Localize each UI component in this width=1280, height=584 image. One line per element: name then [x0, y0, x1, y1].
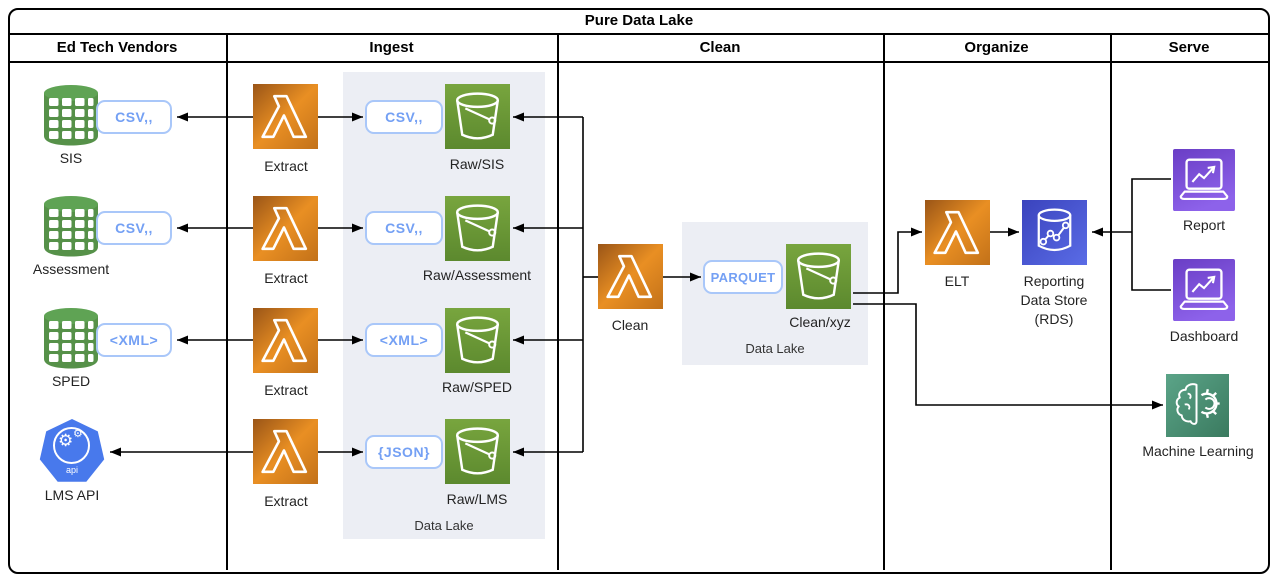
extract-label: Extract	[264, 158, 308, 174]
column-header-ingest: Ingest	[369, 39, 414, 56]
database-icon	[42, 307, 100, 369]
api-circle	[53, 427, 90, 464]
dashboard-label: Dashboard	[1169, 328, 1239, 344]
rds-label-line1: Reporting	[1023, 273, 1085, 289]
assessment-format-badge: CSV,,	[96, 211, 172, 245]
raw-sped-format-badge: <XML>	[365, 323, 443, 357]
s3-bucket-icon	[445, 196, 510, 261]
lambda-icon	[925, 200, 990, 265]
elt-lambda-label: ELT	[944, 273, 970, 289]
gear-icon: ⚙	[58, 431, 74, 450]
divider-clean-organize	[883, 33, 885, 570]
clean-data-lake-label: Data Lake	[745, 341, 805, 356]
api-icon: ⚙ ⚙ api	[39, 419, 105, 482]
database-icon	[42, 84, 100, 146]
raw-lms-format-badge: {JSON}	[365, 435, 443, 469]
report-icon	[1173, 149, 1235, 211]
report-label: Report	[1182, 217, 1226, 233]
raw-assessment-format-badge: CSV,,	[365, 211, 443, 245]
raw-sped-label: Raw/SPED	[441, 379, 513, 395]
diagram-frame	[8, 8, 1270, 574]
ingest-data-lake-label: Data Lake	[414, 518, 474, 533]
clean-bucket-label: Clean/xyz	[789, 314, 851, 330]
assessment-label: Assessment	[32, 261, 110, 277]
rds-label-line2: Data Store	[1020, 292, 1088, 308]
diagram-title: Pure Data Lake	[584, 12, 694, 29]
column-header-ed-tech-vendors: Ed Tech Vendors	[56, 39, 178, 56]
clean-lambda-label: Clean	[611, 317, 649, 333]
machine-learning-icon	[1166, 374, 1229, 437]
extract-label: Extract	[264, 270, 308, 286]
s3-bucket-icon	[445, 84, 510, 149]
lambda-icon	[253, 308, 318, 373]
divider-organize-serve	[1110, 33, 1112, 570]
s3-bucket-icon	[445, 419, 510, 484]
rds-label: Reporting Data Store (RDS)	[984, 272, 1124, 329]
raw-sis-label: Raw/SIS	[449, 156, 505, 172]
column-header-clean: Clean	[699, 39, 741, 56]
lambda-icon	[253, 84, 318, 149]
rds-icon	[1022, 200, 1087, 265]
lambda-icon	[253, 419, 318, 484]
s3-bucket-icon	[786, 244, 851, 309]
extract-label: Extract	[264, 382, 308, 398]
dashboard-icon	[1173, 259, 1235, 321]
sis-label: SIS	[59, 150, 83, 166]
divider-ingest-clean	[557, 33, 559, 570]
lambda-icon	[253, 196, 318, 261]
machine-learning-label: Machine Learning	[1142, 443, 1254, 459]
header-separator	[8, 61, 1268, 63]
s3-bucket-icon	[445, 308, 510, 373]
lambda-icon	[598, 244, 663, 309]
divider-vendors-ingest	[226, 33, 228, 570]
lms-api-label: LMS API	[44, 487, 100, 503]
raw-assessment-label: Raw/Assessment	[422, 267, 532, 283]
title-separator	[8, 33, 1268, 35]
api-text: api	[65, 465, 78, 475]
raw-lms-label: Raw/LMS	[446, 491, 508, 507]
sis-format-badge: CSV,,	[96, 100, 172, 134]
extract-label: Extract	[264, 493, 308, 509]
database-icon	[42, 195, 100, 257]
column-header-serve: Serve	[1168, 39, 1210, 56]
sped-format-badge: <XML>	[96, 323, 172, 357]
parquet-format-badge: PARQUET	[703, 260, 783, 294]
rds-label-line3: (RDS)	[1034, 311, 1074, 327]
gear-icon: ⚙	[73, 428, 83, 440]
column-header-organize: Organize	[964, 39, 1029, 56]
sped-label: SPED	[51, 373, 91, 389]
raw-sis-format-badge: CSV,,	[365, 100, 443, 134]
